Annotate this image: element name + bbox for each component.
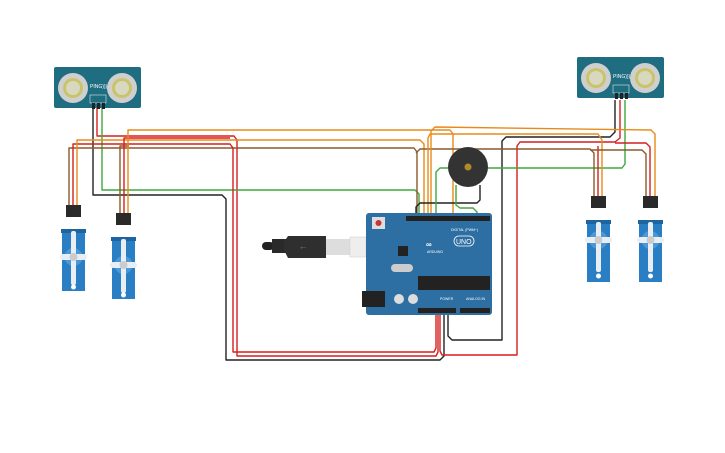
servo-motor[interactable] [60, 205, 87, 291]
analog-label: ANALOG IN [466, 297, 486, 301]
wire-brown[interactable] [590, 149, 647, 196]
servo-motor[interactable] [110, 213, 137, 299]
power-header[interactable] [418, 308, 456, 313]
sensor-label: PING))) [90, 84, 108, 90]
wire-red[interactable] [439, 100, 621, 356]
servo-motor[interactable] [585, 196, 612, 282]
wire-green[interactable] [487, 100, 626, 169]
wire-black[interactable] [415, 185, 481, 215]
ultrasonic-sensor-right[interactable]: PING))) [577, 57, 664, 99]
arduino-logo: ∞ [426, 240, 432, 249]
wires [68, 100, 656, 361]
arduino-label: ARDUINO [427, 250, 443, 254]
wire-brown[interactable] [119, 145, 129, 213]
uno-label: UNO [456, 239, 472, 246]
wire-orange[interactable] [127, 129, 454, 215]
wire-black[interactable] [447, 100, 616, 341]
ultrasonic-sensor-left[interactable]: PING))) [54, 67, 141, 109]
sensor-label: PING))) [613, 74, 631, 80]
digital-label: DIGITAL (PWM~) [451, 228, 478, 232]
wire-brown[interactable] [415, 148, 595, 196]
arduino-uno-board[interactable]: DIGITAL (PWM~) ∞ UNO ARDUINO POWER ANALO… [362, 213, 492, 315]
wire-red[interactable] [615, 142, 651, 196]
wire-orange[interactable] [430, 126, 656, 215]
analog-header[interactable] [460, 308, 490, 313]
wire-orange[interactable] [76, 139, 425, 215]
wire-green[interactable] [101, 108, 420, 215]
usb-cable[interactable]: ⭠ [262, 236, 367, 258]
wire-black[interactable] [92, 108, 445, 361]
usb-icon: ⭠ [300, 243, 307, 252]
power-label: POWER [440, 297, 454, 301]
wire-brown[interactable] [68, 147, 418, 215]
servo-motor[interactable] [637, 196, 664, 282]
wire-red[interactable] [96, 108, 439, 357]
piezo-buzzer[interactable] [448, 147, 488, 187]
wire-red[interactable] [123, 137, 230, 213]
power-jack[interactable] [362, 291, 385, 307]
digital-header[interactable] [406, 216, 490, 221]
atmega-chip [418, 276, 490, 290]
wire-green[interactable] [455, 185, 478, 215]
wire-red[interactable] [72, 143, 437, 353]
